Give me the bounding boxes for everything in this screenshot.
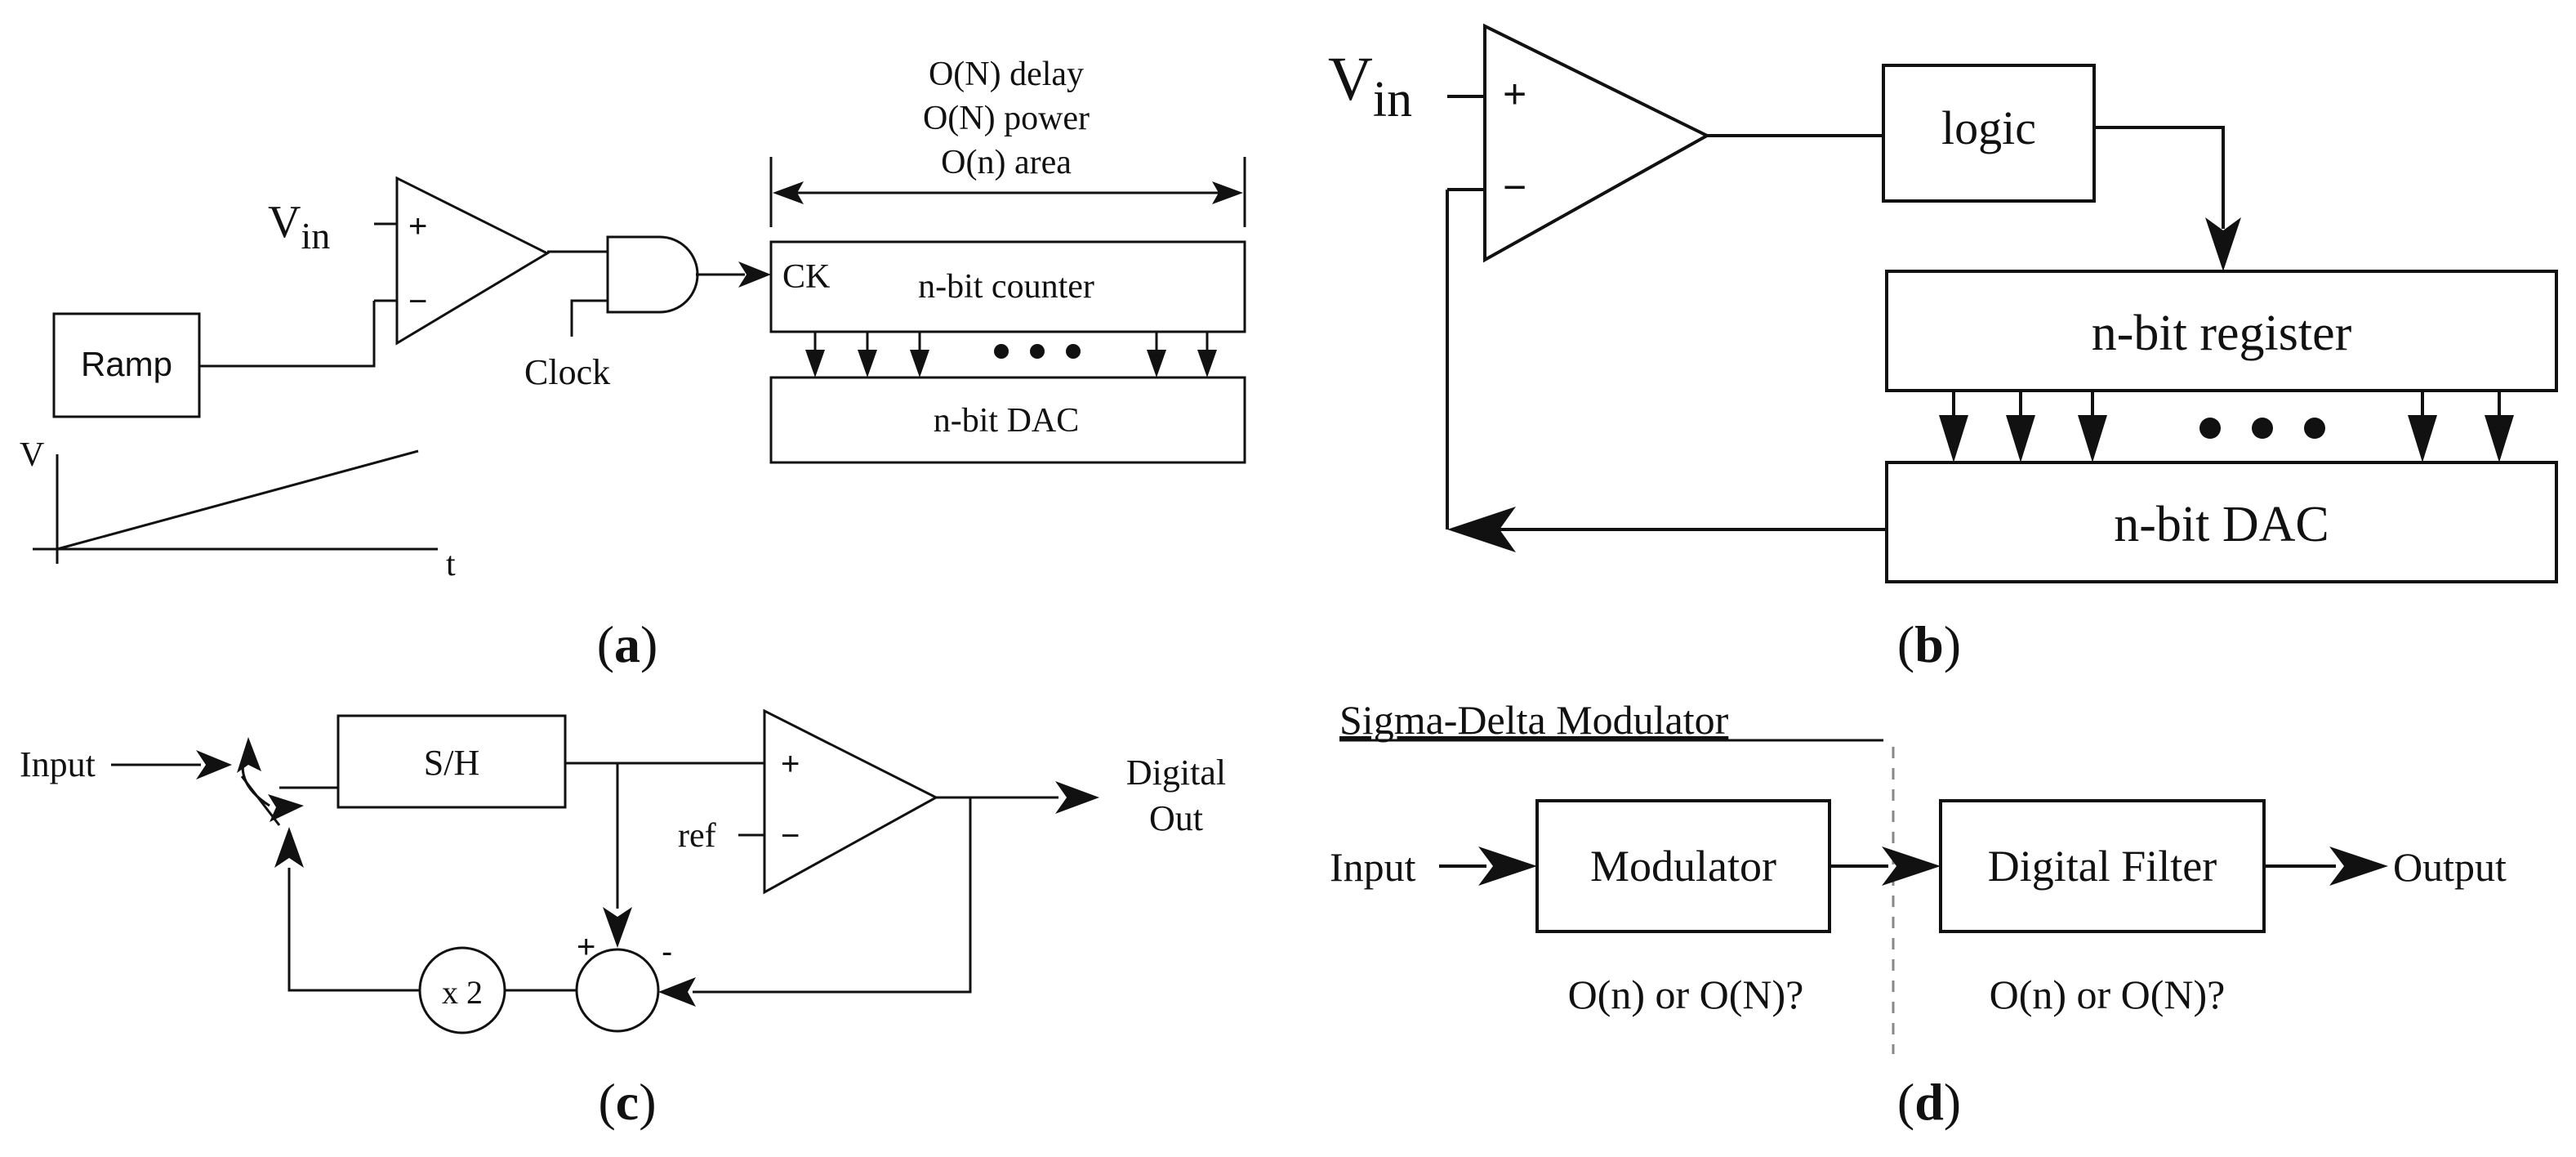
d-out-arrow <box>2329 847 2388 886</box>
c-feedback-wire <box>693 797 972 994</box>
c-digital-label: Digital <box>1126 753 1226 793</box>
a-ramp-box <box>52 312 201 418</box>
b-logic-label: logic <box>1941 101 2036 154</box>
c-out-label: Out <box>1149 798 1203 838</box>
a-dac-box <box>769 376 1246 464</box>
c-x2-back-wire <box>287 868 420 992</box>
d-mid-arrow <box>1882 847 1941 886</box>
a-ck-label: CK <box>782 258 830 296</box>
d-input-arrow <box>1478 847 1537 886</box>
b-vin-label: Vin <box>1328 45 1412 127</box>
c-sh-label: S/H <box>424 743 479 783</box>
a-bit-arrows <box>805 332 1217 377</box>
a-span-left-arrow <box>773 181 804 204</box>
a-comparator <box>395 176 550 346</box>
d-caption: (d) <box>1897 1073 1961 1131</box>
b-register-label: n-bit register <box>2092 306 2352 361</box>
a-clock-wire <box>570 299 608 337</box>
c-plus-label: + <box>781 746 800 782</box>
c-switch-arrow-right <box>268 794 304 822</box>
a-t-axis-label: t <box>446 546 456 583</box>
c-caption: (c) <box>598 1073 656 1131</box>
a-area-label: O(n) area <box>941 144 1072 181</box>
d-filter-box <box>1939 799 2266 933</box>
a-counter-label: n-bit counter <box>918 268 1094 306</box>
b-dac-box <box>1885 461 2558 583</box>
d-filter-label: Digital Filter <box>1988 842 2217 891</box>
a-delay-label: O(N) delay <box>929 56 1084 93</box>
b-register-box <box>1885 270 2558 392</box>
b-comparator <box>1483 23 1711 263</box>
c-tap-arrow <box>603 907 632 948</box>
d-complexity-filter: O(n) or O(N)? <box>1990 972 2226 1017</box>
b-dac-label: n-bit DAC <box>2114 497 2329 552</box>
c-switch-arrow-up <box>237 737 261 773</box>
a-minus-label: − <box>408 284 427 319</box>
c-minus-label: − <box>781 818 800 854</box>
b-minus-label: − <box>1503 164 1526 210</box>
c-comparator <box>763 708 939 895</box>
a-ramp-label: Ramp <box>81 345 172 383</box>
c-sum-plus-label: + <box>577 929 595 965</box>
d-modulator-box <box>1535 799 1831 933</box>
c-sum-minus-label: - <box>662 934 672 970</box>
b-caption: (b) <box>1897 615 1961 673</box>
a-plus-label: + <box>408 208 427 244</box>
c-ref-label: ref <box>678 817 716 855</box>
d-modulator-label: Modulator <box>1590 842 1776 891</box>
c-x2-label: x 2 <box>442 974 483 1011</box>
c-x2-back-arrow <box>274 827 304 868</box>
panel-b: Vin + − logic n-bit register n-bit DAC <box>1328 23 2558 673</box>
b-feedback-arrow <box>1447 507 1516 552</box>
a-v-axis-label: V <box>20 436 44 474</box>
c-input-label: Input <box>20 744 96 784</box>
d-output-label: Output <box>2393 844 2507 890</box>
a-caption: (a) <box>597 615 658 673</box>
b-logic-box <box>1882 64 2096 203</box>
b-plus-label: + <box>1503 71 1526 117</box>
a-counter-box <box>769 240 1246 333</box>
a-ramp-line <box>56 449 419 551</box>
a-and-out-arrow <box>738 261 771 288</box>
a-span-right-arrow <box>1212 181 1243 204</box>
d-title: Sigma-Delta Modulator <box>1339 697 1729 743</box>
d-complexity-mod: O(n) or O(N)? <box>1568 972 1804 1017</box>
a-ramp-wire <box>199 301 376 368</box>
c-out-arrow <box>1055 781 1099 814</box>
a-and-gate <box>606 235 699 314</box>
a-power-label: O(N) power <box>923 100 1090 137</box>
d-input-label: Input <box>1330 844 1416 890</box>
panel-a: Vin + − Ramp Clock CK n-bit counter <box>20 56 1246 673</box>
b-logic-out-wire <box>2094 126 2225 229</box>
b-logic-out-arrow <box>2205 217 2241 271</box>
panel-d: Sigma-Delta Modulator Input Modulator Di… <box>1330 697 2507 1131</box>
a-clock-label: Clock <box>524 352 610 392</box>
panel-c: Input S/H + − ref Digital Out + - <box>20 708 1226 1131</box>
b-bit-arrows <box>1939 391 2514 462</box>
c-feedback-arrow <box>658 977 696 1007</box>
a-vin-label: Vin <box>268 197 330 257</box>
c-input-arrow <box>196 750 232 780</box>
c-sh-box <box>336 714 567 809</box>
a-dac-label: n-bit DAC <box>934 402 1080 440</box>
